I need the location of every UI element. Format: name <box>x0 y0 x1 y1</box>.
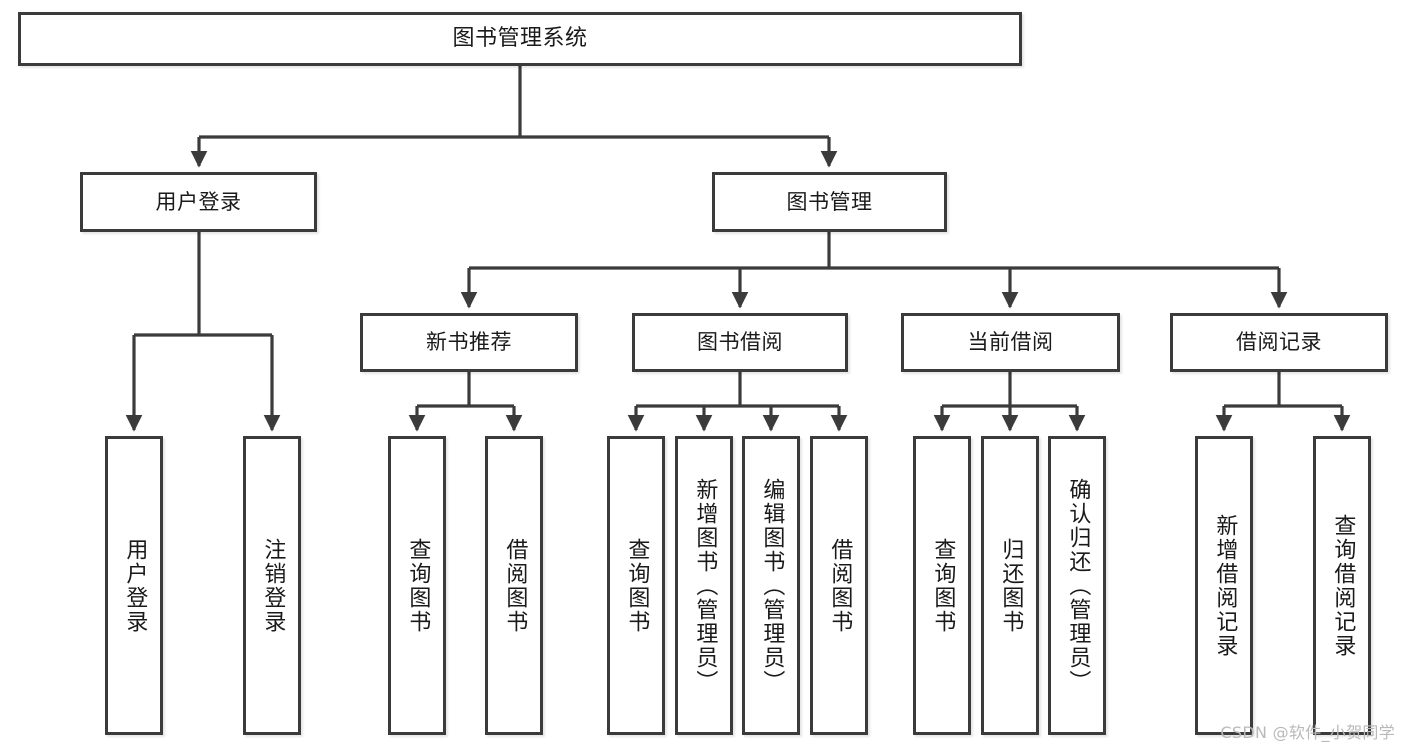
node-label: 当前借阅 <box>967 330 1054 355</box>
node-borrow-record[interactable]: 借阅记录 <box>1170 313 1388 372</box>
node-label: 查询图书 <box>624 537 650 634</box>
leaf-return-book[interactable]: 归还图书 <box>981 436 1039 735</box>
node-label: 借阅记录 <box>1236 330 1322 355</box>
leaf-query-book-recommend[interactable]: 查询图书 <box>388 436 446 735</box>
node-label: 用户登录 <box>122 537 148 634</box>
node-label: 确认归还（管理员） <box>1065 477 1091 694</box>
leaf-query-borrow-record[interactable]: 查询借阅记录 <box>1313 436 1371 735</box>
node-label: 借阅图书 <box>502 537 528 634</box>
node-label: 查询图书 <box>930 537 956 634</box>
node-label: 注销登录 <box>260 537 286 634</box>
leaf-borrow-book-recommend[interactable]: 借阅图书 <box>485 436 543 735</box>
leaf-borrow-book[interactable]: 借阅图书 <box>810 436 868 735</box>
node-label: 编辑图书（管理员） <box>759 477 785 694</box>
leaf-logout-login[interactable]: 注销登录 <box>243 436 301 735</box>
node-label: 图书管理 <box>786 189 873 214</box>
leaf-confirm-return[interactable]: 确认归还（管理员） <box>1048 436 1106 735</box>
node-label: 查询图书 <box>405 537 431 634</box>
node-label: 新增图书（管理员） <box>692 477 718 694</box>
node-label: 图书管理系统 <box>452 26 588 52</box>
node-root-system[interactable]: 图书管理系统 <box>18 12 1022 66</box>
watermark: CSDN @软件_小贺同学 <box>1220 723 1395 742</box>
node-label: 归还图书 <box>998 537 1024 634</box>
leaf-add-borrow-record[interactable]: 新增借阅记录 <box>1195 436 1253 735</box>
node-user-login[interactable]: 用户登录 <box>80 172 317 232</box>
leaf-query-book-borrow[interactable]: 查询图书 <box>607 436 665 735</box>
leaf-query-book-current[interactable]: 查询图书 <box>913 436 971 735</box>
node-label: 用户登录 <box>155 189 242 214</box>
node-book-management[interactable]: 图书管理 <box>712 172 947 232</box>
node-current-borrow[interactable]: 当前借阅 <box>901 313 1120 372</box>
leaf-add-book[interactable]: 新增图书（管理员） <box>675 436 733 735</box>
node-book-borrow[interactable]: 图书借阅 <box>632 313 848 372</box>
node-label: 查询借阅记录 <box>1330 513 1356 658</box>
node-label: 新增借阅记录 <box>1212 513 1238 658</box>
node-label: 新书推荐 <box>426 330 512 355</box>
leaf-user-login[interactable]: 用户登录 <box>105 436 163 735</box>
node-label: 图书借阅 <box>697 330 783 355</box>
leaf-edit-book[interactable]: 编辑图书（管理员） <box>742 436 800 735</box>
node-new-book-recommend[interactable]: 新书推荐 <box>360 313 578 372</box>
node-label: 借阅图书 <box>827 537 853 634</box>
